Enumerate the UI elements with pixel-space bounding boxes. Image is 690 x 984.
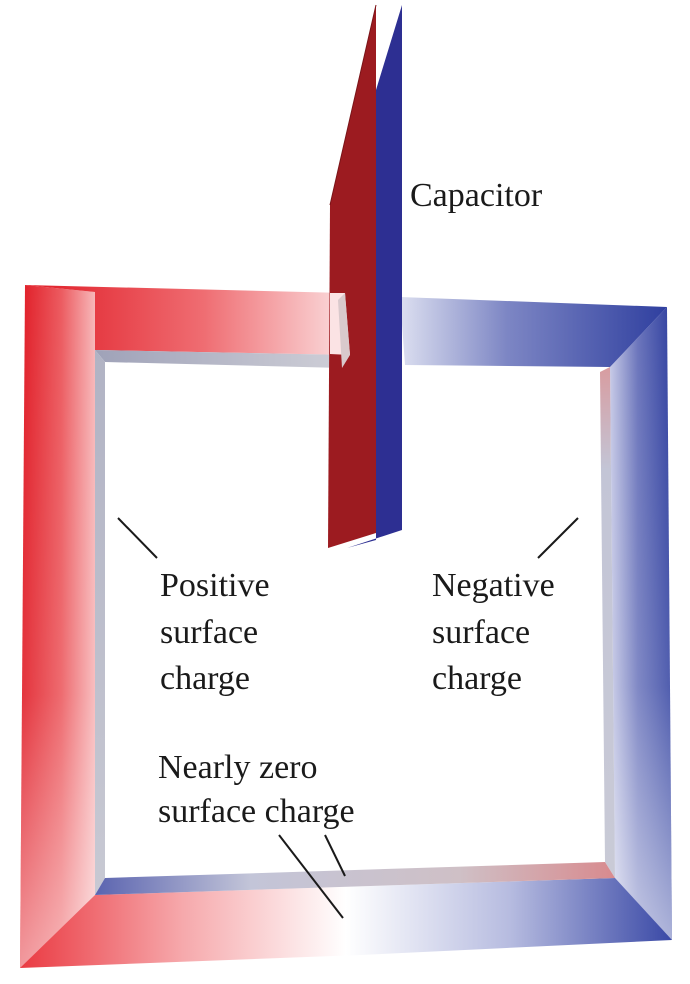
positive-label-line: surface [160, 614, 258, 651]
capacitor-plate-positive [328, 5, 376, 548]
positive-label-line: Positive [160, 567, 270, 604]
inner-face-right [600, 367, 615, 878]
negative-label-line: charge [432, 660, 522, 697]
bottom-wire [20, 878, 672, 968]
positive-label-line: charge [160, 660, 250, 697]
inner-face-left [95, 350, 105, 895]
capacitor-plate-negative [347, 5, 402, 548]
leader-lines [117, 517, 579, 919]
zero-leader-line-2 [324, 834, 346, 877]
negative-leader-line [537, 517, 579, 559]
wire-loop [20, 285, 672, 968]
zero-label-line: surface charge [158, 793, 355, 830]
negative-label-line: Negative [432, 567, 555, 604]
top-left-wire [25, 285, 350, 355]
top-right-wire [400, 297, 667, 367]
zero-leader-line-1 [278, 834, 344, 919]
zero-charge-label: Nearly zero surface charge [158, 749, 355, 830]
zero-label-line: Nearly zero [158, 749, 318, 786]
inner-face-top [95, 350, 350, 368]
negative-label-line: surface [432, 614, 530, 651]
positive-label: Positive surface charge [160, 567, 270, 697]
inner-face-bottom [95, 862, 615, 895]
capacitor-label: Capacitor [410, 177, 543, 214]
positive-leader-line [117, 517, 158, 559]
capacitor [328, 4, 402, 548]
negative-label: Negative surface charge [432, 567, 555, 697]
